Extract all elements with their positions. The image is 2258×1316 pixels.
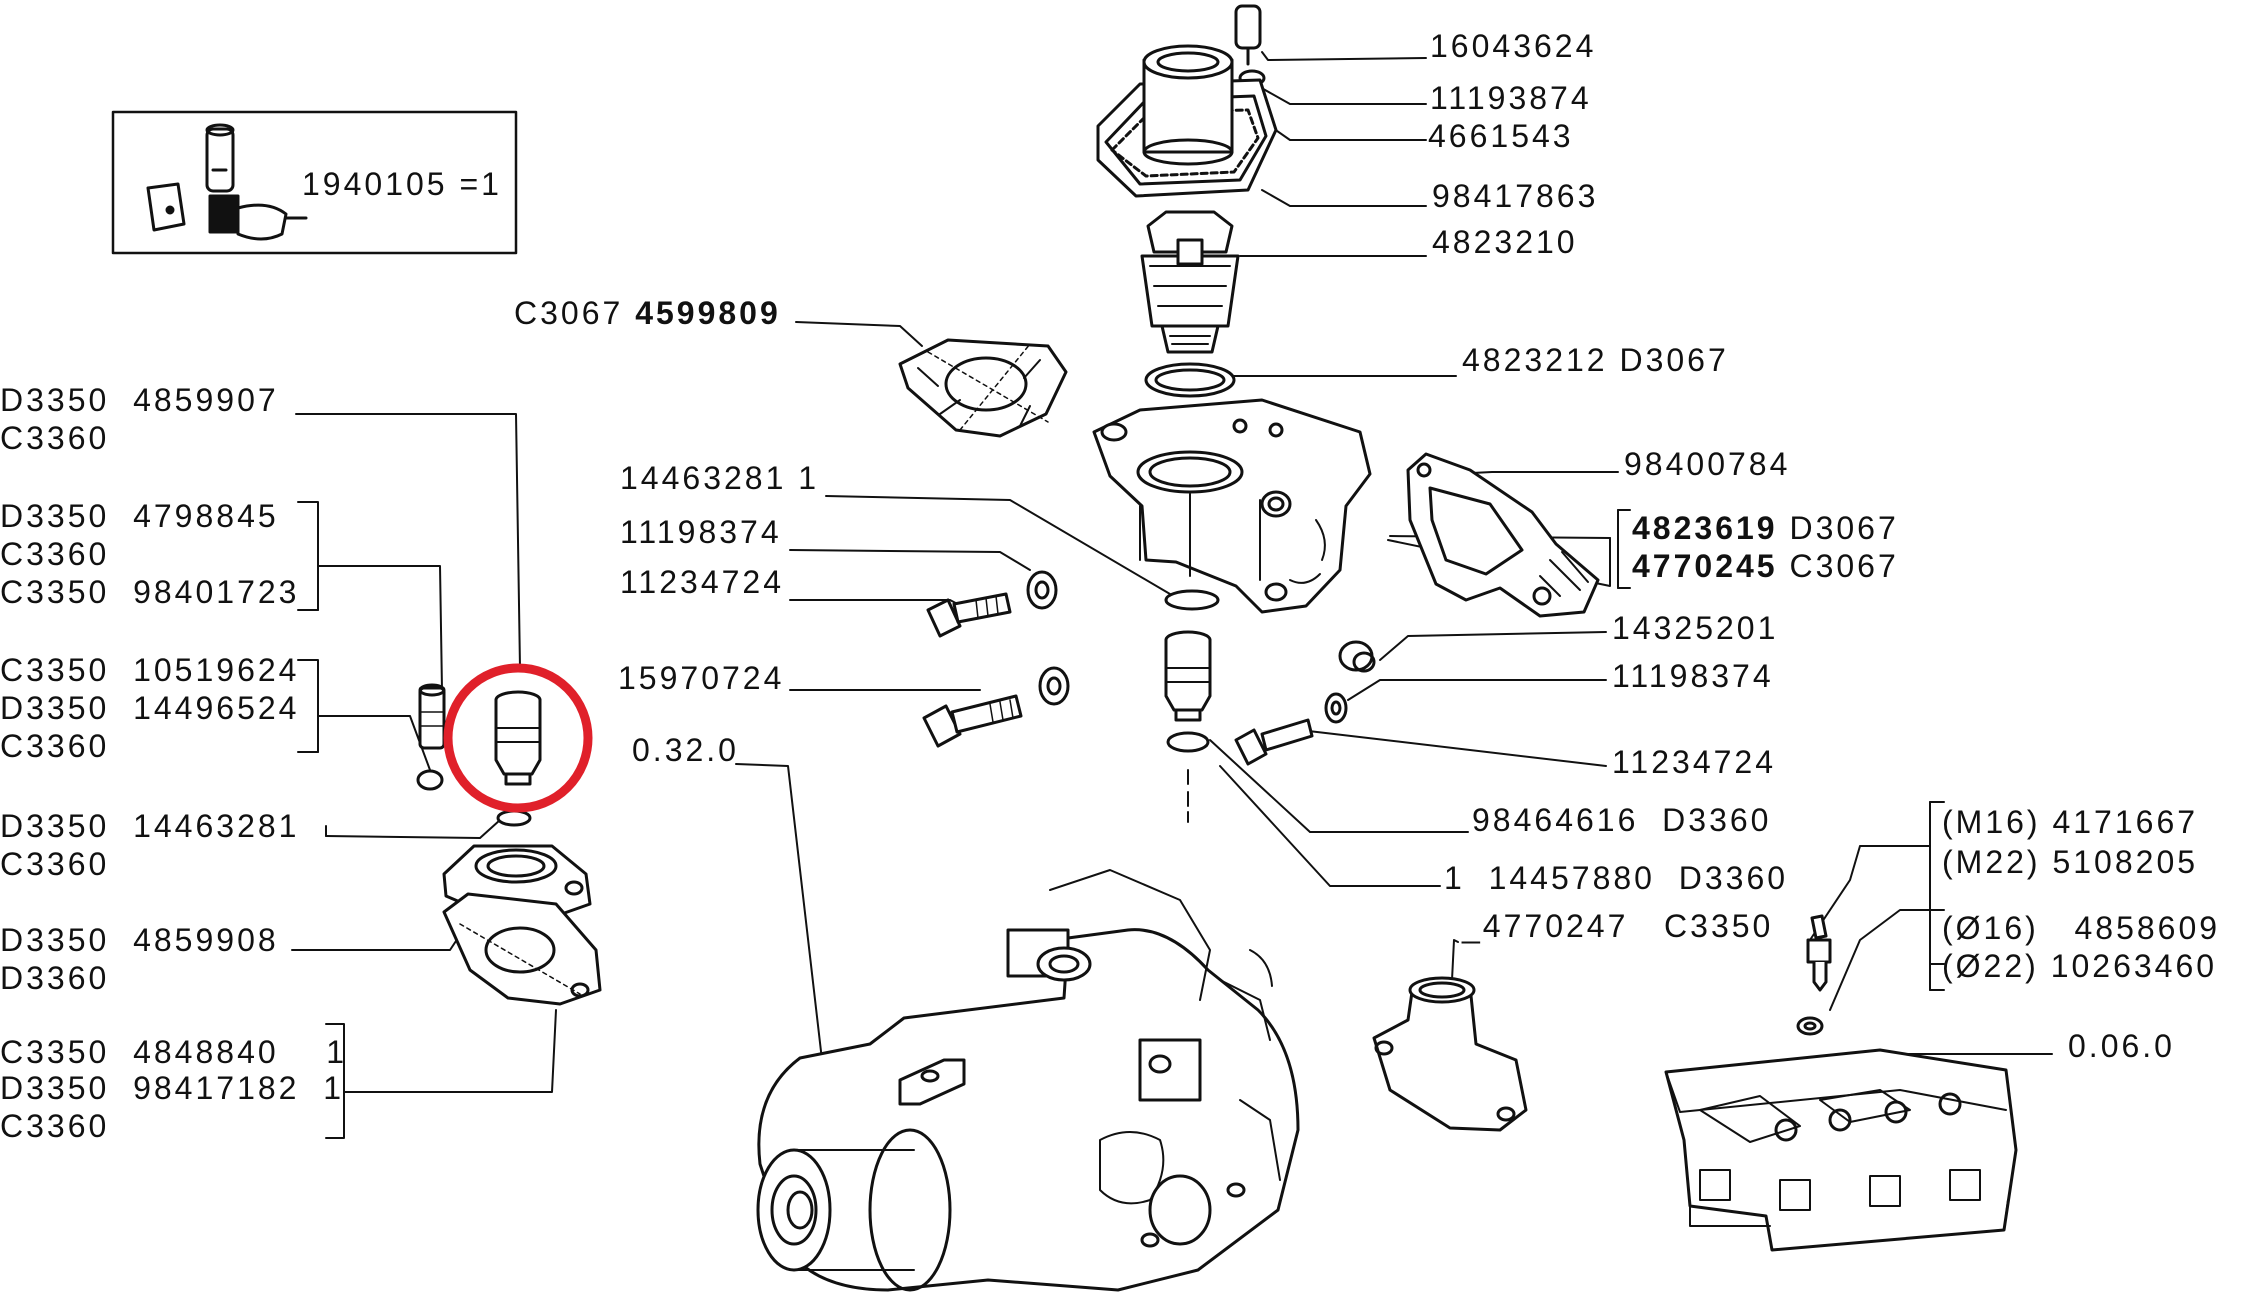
label-d16: (Ø16) 4858609 — [1942, 910, 2221, 946]
gasket-4848840 — [442, 892, 602, 1006]
label-0-32-0: 0.32.0 — [632, 732, 739, 768]
label-4770247: _4770247 C3350 — [1462, 908, 1774, 944]
label-c3067-code: C3067 — [514, 295, 624, 331]
thermostat-housing — [1092, 398, 1372, 614]
label-15970724: 15970724 — [618, 660, 785, 696]
label-11198374-a: 11198374 — [620, 514, 782, 550]
label-14463281-a: 14463281 1 — [620, 460, 820, 496]
elbow-4770247 — [1372, 976, 1528, 1132]
left-label-8: C3360 — [0, 728, 110, 764]
label-4823619-row: 4823619 D3067 — [1632, 512, 1899, 544]
label-4823619: 4823619 — [1632, 510, 1778, 546]
label-11198374-b: 11198374 — [1612, 658, 1774, 694]
label-11193874: 11193874 — [1430, 80, 1592, 116]
oring-14463281 — [496, 809, 532, 827]
label-11234724-a: 11234724 — [620, 564, 784, 600]
label-98400784: 98400784 — [1624, 446, 1791, 482]
label-4823210: 4823210 — [1432, 224, 1578, 260]
label-4599809: 4599809 — [635, 295, 781, 331]
inset-part-number-text: 1940105 — [302, 166, 448, 202]
label-98464616: 98464616 D3360 — [1472, 802, 1772, 838]
left-label-1: D3350 4859907 — [0, 382, 279, 418]
left-label-12: D3360 — [0, 960, 110, 996]
highlight-circle — [443, 663, 593, 813]
left-label-15: C3360 — [0, 1108, 110, 1144]
gasket-98400784 — [1406, 452, 1600, 618]
thermostat-cover — [1096, 4, 1278, 198]
label-14457880: 1 14457880 D3360 — [1444, 860, 1789, 896]
inset-box — [111, 110, 518, 255]
gasket-c3067 — [898, 338, 1068, 438]
leader-lines — [291, 51, 2053, 1139]
inset-stud-icon — [146, 123, 308, 241]
label-4770245: 4770245 — [1632, 548, 1778, 584]
left-label-5: C3350 98401723 — [0, 574, 300, 610]
label-98417863: 98417863 — [1432, 178, 1599, 214]
bolt-11234724-b — [1234, 718, 1314, 766]
label-m22: (M22) 5108205 — [1942, 844, 2199, 880]
label-0-06-0: 0.06.0 — [2068, 1028, 2175, 1064]
left-label-6: C3350 10519624 — [0, 652, 300, 688]
left-label-9: D3350 14463281 — [0, 808, 300, 844]
stud-4798845 — [416, 683, 446, 791]
cylinder-head — [1664, 1048, 2018, 1252]
label-16043624: 16043624 — [1430, 28, 1597, 64]
label-14325201: 14325201 — [1612, 610, 1779, 646]
thermostat — [1140, 210, 1240, 398]
hose-nipple — [1164, 630, 1212, 823]
nipple-4859907 — [494, 690, 542, 786]
label-c3067-4599809: C3067 4599809 — [514, 297, 781, 329]
label-4770245-code: C3067 — [1789, 548, 1899, 584]
left-label-11: D3350 4859908 — [0, 922, 279, 958]
label-11234724-b: 11234724 — [1612, 744, 1776, 780]
label-d22: (Ø22) 10263460 — [1942, 948, 2218, 984]
label-4823619-code: D3067 — [1789, 510, 1899, 546]
bolt-11234724-a — [926, 592, 1012, 638]
water-pump — [756, 869, 1300, 1292]
left-label-2: C3360 — [0, 420, 110, 456]
label-m16: (M16) 4171667 — [1942, 804, 2199, 840]
washer-11198374-b — [1324, 692, 1348, 724]
left-label-3: D3350 4798845 — [0, 498, 279, 534]
temp-sensor — [1796, 914, 1832, 1036]
bolt-15970724 — [922, 694, 1023, 748]
label-4770245-row: 4770245 C3067 — [1632, 550, 1899, 582]
left-label-14: D3350 98417182 1 — [0, 1070, 345, 1106]
washer-11198374-a — [1026, 570, 1058, 610]
label-4823212: 4823212 D3067 — [1462, 342, 1729, 378]
inset-qty-text: =1 — [459, 166, 502, 202]
plug-14325201 — [1338, 640, 1376, 673]
washer-c — [1038, 666, 1070, 706]
left-label-7: D3350 14496524 — [0, 690, 300, 726]
inset-part-number: 1940105 =1 — [302, 168, 502, 200]
left-label-10: C3360 — [0, 846, 110, 882]
left-label-4: C3360 — [0, 536, 110, 572]
label-4661543: 4661543 — [1428, 118, 1574, 154]
left-label-13: C3350 4848840 1 — [0, 1034, 348, 1070]
